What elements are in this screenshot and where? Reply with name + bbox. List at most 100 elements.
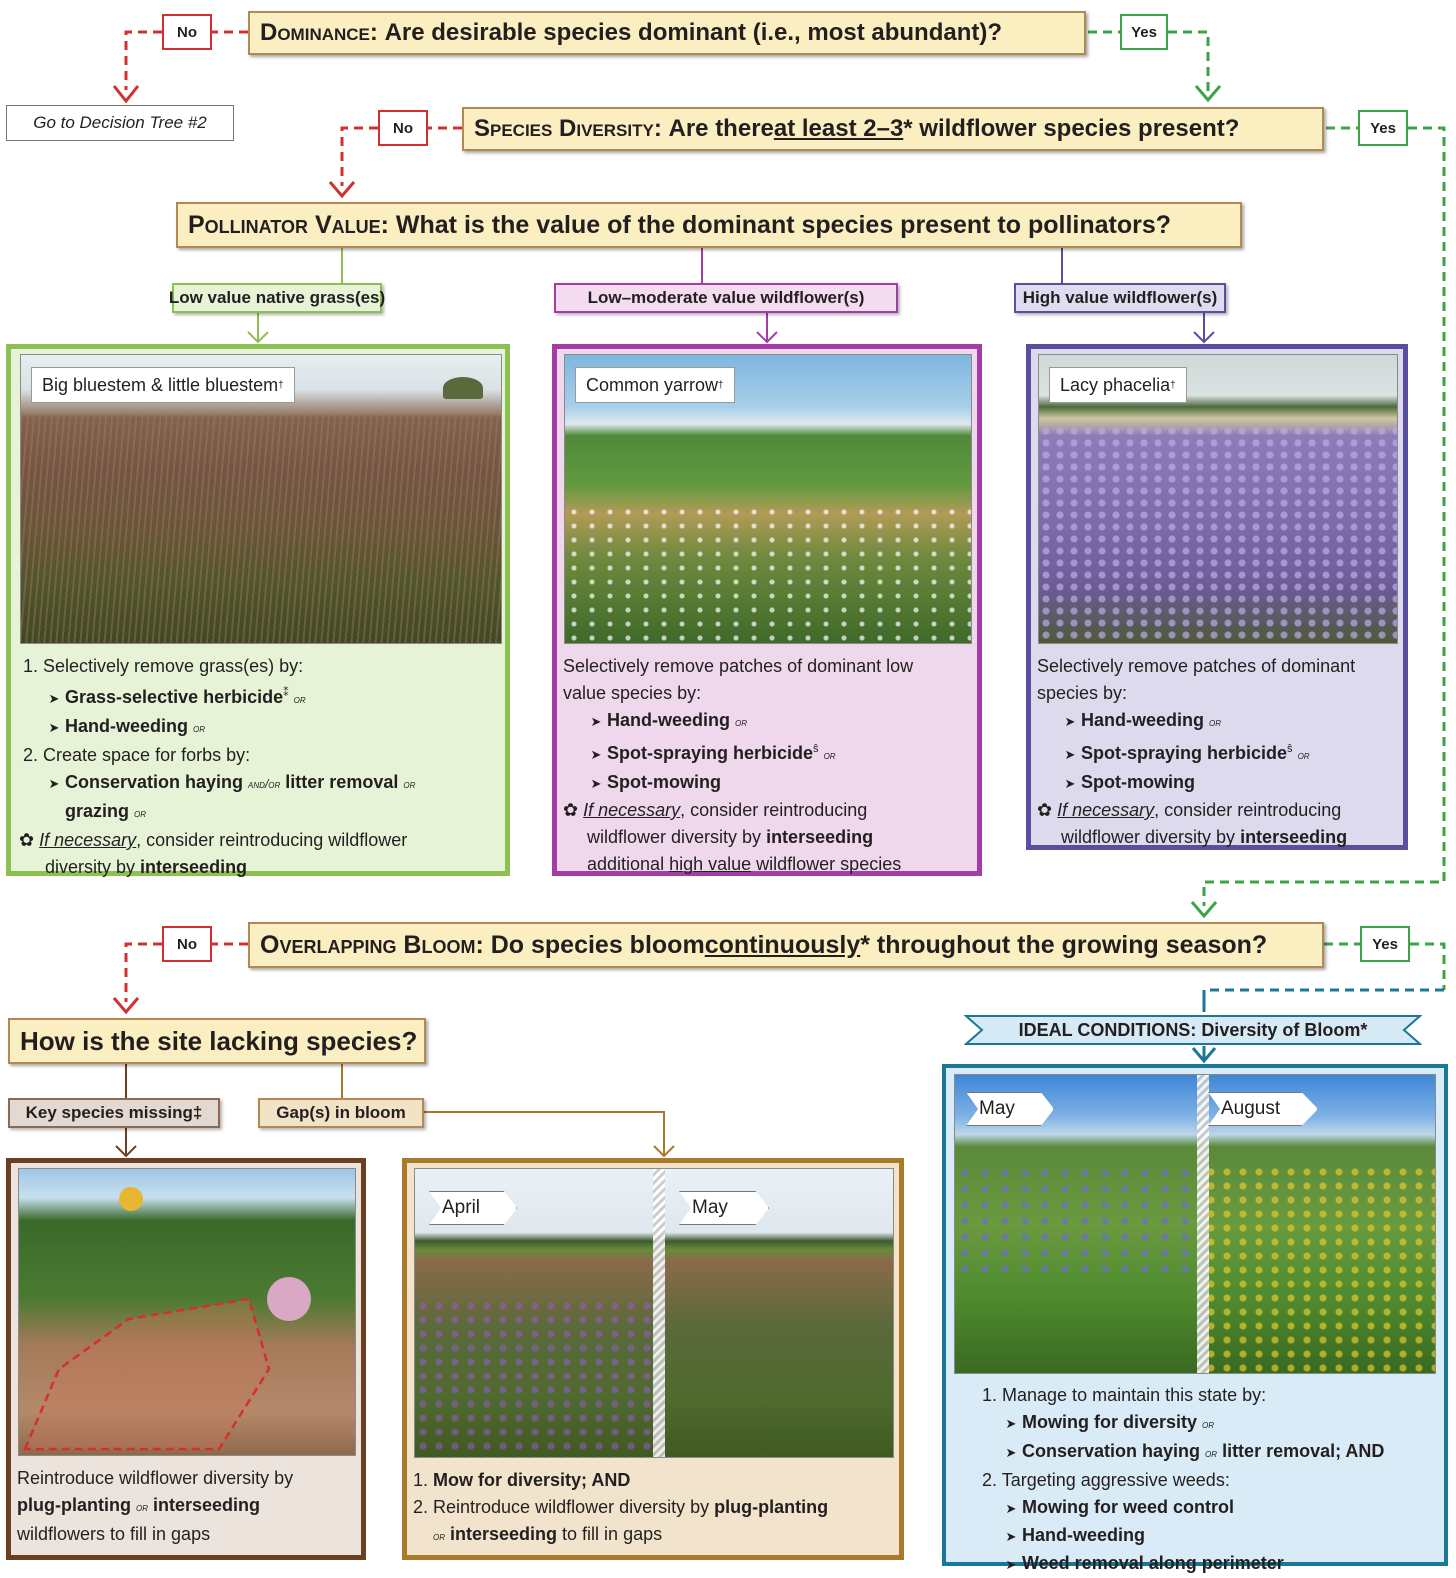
pollinator-lead: Pollinator Value: — [188, 210, 389, 239]
dominance-no-label: No — [162, 14, 212, 50]
gaps-text: 1. Mow for diversity; AND 2. Reintroduce… — [413, 1467, 897, 1550]
yarrow-line-6: ✿ If necessary, consider reintroducing — [563, 800, 868, 820]
grass-text: 1. Selectively remove grass(es) by: ➤Gra… — [19, 653, 507, 881]
diversity-yes-label: Yes — [1358, 110, 1408, 146]
yarrow-photo — [564, 354, 972, 644]
bloom-yes-connector — [1324, 942, 1446, 990]
yarrow-caption: Common yarrow† — [575, 367, 735, 403]
gaps-panel: April May 1. Mow for diversity; AND 2. R… — [402, 1158, 904, 1560]
phacelia-line-4: ➤Spot-spraying herbicideŝ or — [1064, 743, 1310, 763]
diversity-yes-connector — [1202, 126, 1446, 906]
missing-line-3: wildflowers to fill in gaps — [17, 1524, 211, 1544]
phacelia-line-2: species by: — [1037, 683, 1128, 703]
grass-caption: Big bluestem & little bluestem† — [31, 367, 295, 403]
ideal-banner: IDEAL CONDITIONS: Diversity of Bloom* — [964, 1012, 1422, 1048]
species-diversity-question: Species Diversity: Are there at least 2–… — [462, 107, 1324, 151]
grass-line-2: ➤Grass-selective herbicide⁑ or — [48, 687, 306, 707]
missing-arrow — [115, 1126, 137, 1158]
high-arrow — [1193, 312, 1215, 344]
grass-line-5: ➤Conservation haying and/or litter remov… — [48, 772, 416, 792]
lacking-text: How is the site lacking species? — [20, 1025, 418, 1056]
phacelia-line-7: wildflower diversity by interseeding — [1061, 827, 1348, 847]
yarrow-line-4: ➤Spot-spraying herbicideŝ or — [590, 743, 836, 763]
leaf-icon: ✿ — [19, 830, 35, 850]
category-high-value: High value wildflower(s) — [1014, 283, 1226, 313]
ideal-line-3: ➤Conservation haying or litter removal; … — [1005, 1441, 1385, 1461]
diversity-no-arrowhead — [328, 181, 356, 199]
phacelia-line-1: Selectively remove patches of dominant — [1037, 656, 1356, 676]
yarrow-text: Selectively remove patches of dominant l… — [563, 653, 979, 878]
category-low-grass: Low value native grass(es) — [169, 283, 385, 313]
yarrow-line-8: additional high value wildflower species — [587, 854, 902, 874]
ideal-line-2: ➤Mowing for diversity or — [1005, 1412, 1215, 1432]
grass-caption-mark: † — [278, 379, 284, 391]
goto-decision-tree-2[interactable]: Go to Decision Tree #2 — [6, 105, 234, 141]
category-gaps-in-bloom: Gap(s) in bloom — [258, 1098, 424, 1128]
phacelia-line-3: ➤Hand-weeding or — [1064, 710, 1222, 730]
ideal-line-6: ➤Hand-weeding — [1005, 1525, 1146, 1545]
grass-line-3: ➤Hand-weeding or — [48, 716, 206, 736]
bloom-underline: continuously — [704, 930, 861, 959]
grass-line-6: grazing or — [65, 801, 147, 821]
diversity-post: * wildflower species present? — [903, 115, 1240, 142]
pollinator-text: What is the value of the dominant specie… — [395, 210, 1172, 239]
missing-line-2: plug-planting or interseeding — [17, 1495, 261, 1515]
leaf-icon: ✿ — [563, 800, 579, 820]
gaps-line-3: or interseeding to fill in gaps — [433, 1524, 663, 1544]
diversity-pre: Are there — [668, 115, 774, 142]
phacelia-caption-mark: † — [1170, 379, 1176, 391]
missing-photo — [18, 1168, 356, 1456]
yarrow-caption-text: Common yarrow — [586, 374, 719, 395]
yarrow-line-7: wildflower diversity by interseeding — [587, 827, 874, 847]
ideal-line-4: 2. Targeting aggressive weeds: — [982, 1470, 1230, 1490]
phacelia-line-5: ➤Spot-mowing — [1064, 772, 1195, 792]
bloom-no-arrowhead — [112, 997, 140, 1015]
phacelia-line-6: ✿ If necessary, consider reintroducing — [1037, 800, 1342, 820]
diversity-no-connector — [340, 126, 462, 186]
gaps-photo-divider — [653, 1169, 665, 1457]
gaps-line-2: 2. Reintroduce wildflower diversity by p… — [413, 1497, 829, 1517]
yarrow-line-2: value species by: — [563, 683, 702, 703]
pollinator-value-question: Pollinator Value: What is the value of t… — [176, 202, 1242, 248]
missing-text: Reintroduce wildflower diversity by plug… — [17, 1465, 357, 1548]
gaps-tag-april: April — [429, 1191, 517, 1225]
dominance-no-connector — [124, 30, 248, 90]
grass-panel: Big bluestem & little bluestem† 1. Selec… — [6, 344, 510, 877]
grass-line-8: diversity by interseeding — [45, 857, 248, 877]
diversity-underline: at least 2–3 — [773, 115, 904, 142]
missing-panel: Reintroduce wildflower diversity by plug… — [6, 1158, 366, 1560]
ideal-line-7: ➤Weed removal along perimeter — [1005, 1553, 1284, 1573]
phacelia-caption: Lacy phacelia† — [1049, 367, 1187, 403]
dominance-yes-arrowhead — [1194, 85, 1222, 103]
dominance-yes-label: Yes — [1120, 14, 1168, 50]
grass-line-4: 2. Create space for forbs by: — [23, 745, 251, 765]
gaps-photo — [414, 1168, 894, 1458]
ideal-banner-shape — [964, 1015, 1422, 1045]
yarrow-line-1: Selectively remove patches of dominant l… — [563, 656, 914, 676]
yarrow-panel: Common yarrow† Selectively remove patche… — [552, 344, 982, 876]
phacelia-caption-text: Lacy phacelia — [1060, 374, 1171, 395]
phacelia-text: Selectively remove patches of dominant s… — [1037, 653, 1403, 851]
yarrow-caption-mark: † — [718, 379, 724, 391]
grass-caption-text: Big bluestem & little bluestem — [42, 374, 279, 395]
dominance-lead: Dominance: — [260, 19, 378, 46]
ideal-tag-may: May — [966, 1092, 1054, 1126]
ideal-banner-text: IDEAL CONDITIONS: Diversity of Bloom* — [1018, 1019, 1368, 1040]
bloom-yes-label: Yes — [1360, 926, 1410, 962]
lowmod-arrow — [756, 312, 778, 344]
overlapping-bloom-question: Overlapping Bloom: Do species bloom cont… — [248, 922, 1324, 968]
bloom-no-connector — [124, 942, 248, 1002]
missing-line-1: Reintroduce wildflower diversity by — [17, 1468, 294, 1488]
ideal-line-1: 1. Manage to maintain this state by: — [982, 1385, 1267, 1405]
dominance-yes-connector — [1088, 30, 1210, 92]
diversity-no-label: No — [378, 110, 428, 146]
leaf-icon: ✿ — [1037, 800, 1053, 820]
dominance-text: Are desirable species dominant (i.e., mo… — [384, 19, 1003, 46]
grass-arrow — [247, 312, 269, 344]
category-key-missing: Key species missing‡ — [8, 1098, 220, 1128]
ideal-arrow — [1191, 1046, 1217, 1064]
bloom-post: * throughout the growing season? — [860, 930, 1268, 959]
bloom-no-label: No — [162, 926, 212, 962]
yarrow-line-3: ➤Hand-weeding or — [590, 710, 748, 730]
